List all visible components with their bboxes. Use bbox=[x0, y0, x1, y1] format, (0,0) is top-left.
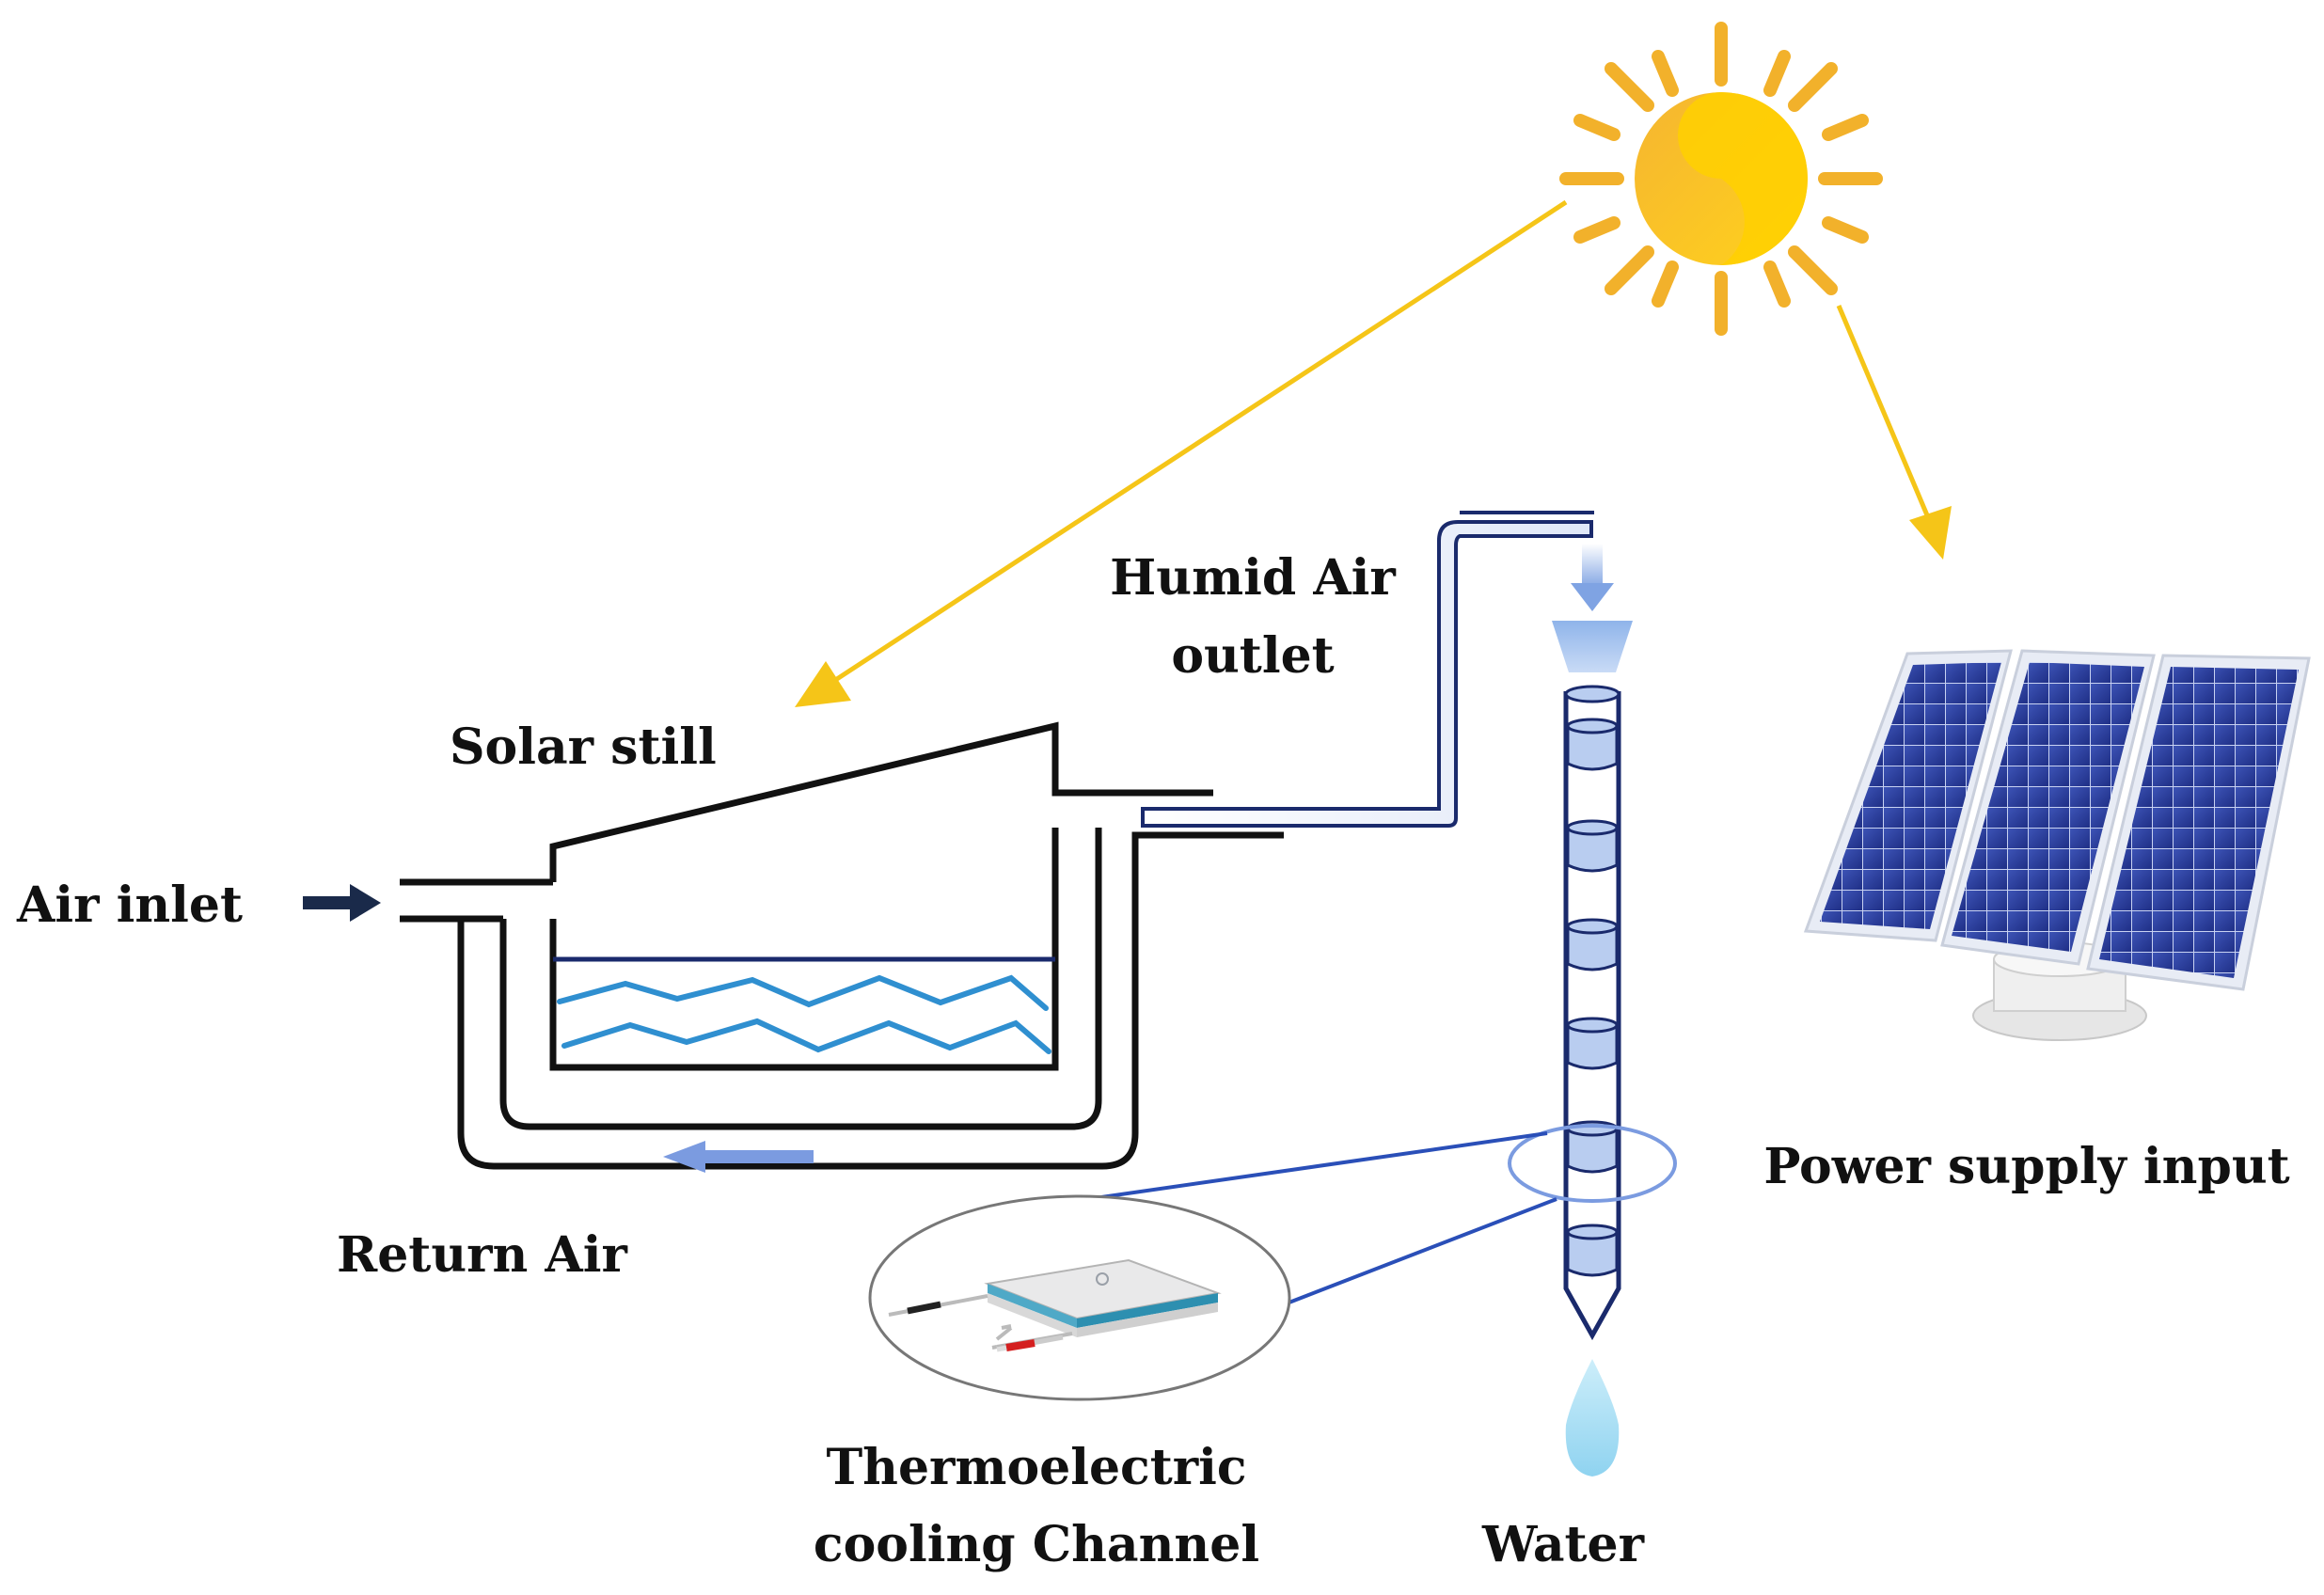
return-duct-outer bbox=[457, 831, 1284, 1170]
water-drop-icon bbox=[1565, 1359, 1620, 1477]
label-water: Water bbox=[1481, 1516, 1645, 1573]
return-duct-inner bbox=[499, 828, 1102, 1130]
sun-rays bbox=[1559, 22, 1883, 336]
label-power-supply: Power supply input bbox=[1763, 1138, 2289, 1195]
thermoelectric-module-icon bbox=[888, 1258, 1222, 1352]
label-thermoelectric-line2: cooling Channel bbox=[814, 1516, 1259, 1573]
label-solar-still: Solar still bbox=[450, 719, 717, 776]
humid-air-down-arrow bbox=[1571, 544, 1614, 611]
label-thermoelectric-line1: Thermoelectric bbox=[826, 1439, 1246, 1496]
label-return-air: Return Air bbox=[337, 1226, 628, 1284]
label-air-inlet: Air inlet bbox=[16, 876, 243, 934]
solar-panel-icon bbox=[1803, 649, 2311, 1041]
cooling-channel bbox=[1563, 685, 1621, 1341]
sunlight-arrow-to-panel bbox=[1836, 305, 1952, 560]
water-waves bbox=[557, 974, 1051, 1054]
sunlight-arrow-to-still bbox=[795, 199, 1568, 707]
sun-icon bbox=[1559, 22, 1883, 336]
label-humid-air-line1: Humid Air bbox=[1110, 549, 1396, 607]
humid-air-pipe bbox=[1141, 511, 1594, 828]
air-inlet-arrow bbox=[303, 884, 381, 922]
solar-still bbox=[400, 721, 1284, 1170]
return-air-arrow bbox=[663, 1141, 814, 1173]
still-basin bbox=[549, 828, 1059, 1071]
channel-funnel bbox=[1552, 621, 1633, 672]
still-cover bbox=[549, 721, 1213, 882]
label-humid-air-line2: outlet bbox=[1171, 627, 1334, 685]
channel-cells bbox=[1564, 685, 1620, 1277]
